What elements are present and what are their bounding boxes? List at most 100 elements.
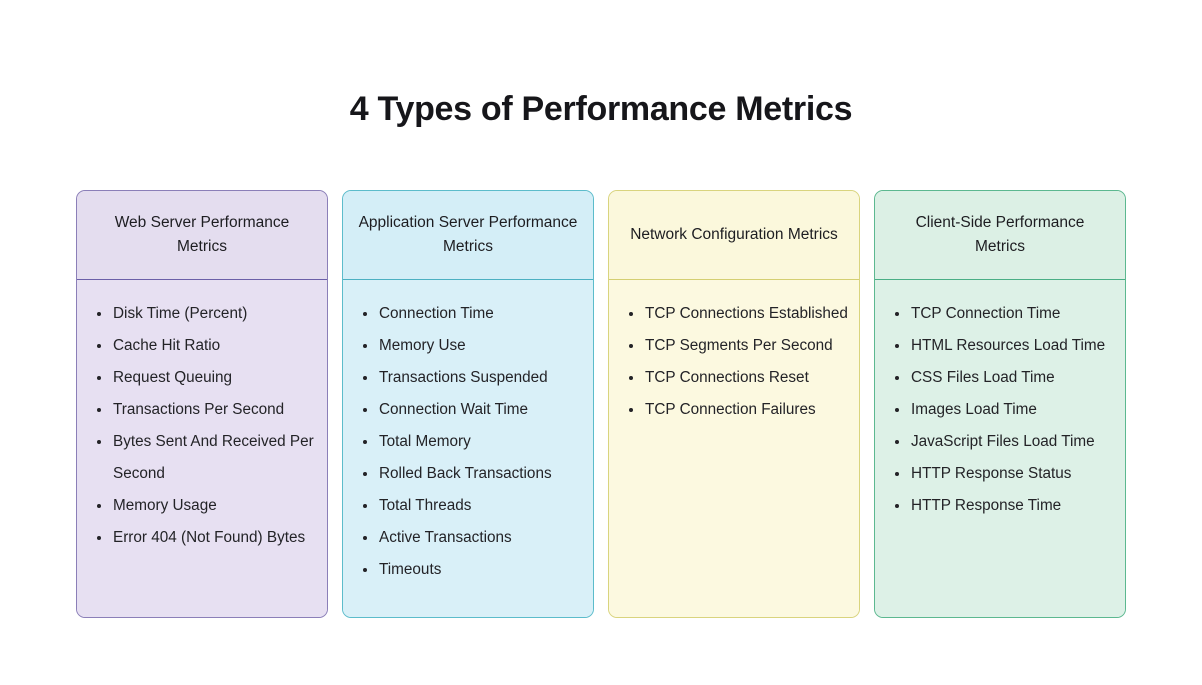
list-item: Connection Time bbox=[353, 298, 583, 330]
bullet-icon bbox=[629, 312, 634, 317]
list-item: JavaScript Files Load Time bbox=[885, 426, 1115, 458]
list-item: Active Transactions bbox=[353, 522, 583, 554]
card-title: Web Server Performance Metrics bbox=[114, 214, 290, 255]
metric-label: Rolled Back Transactions bbox=[379, 465, 552, 482]
list-item: CSS Files Load Time bbox=[885, 362, 1115, 394]
list-item: TCP Connection Failures bbox=[619, 394, 849, 426]
metric-label: Bytes Sent And Received Per Second bbox=[113, 433, 314, 482]
bullet-icon bbox=[363, 568, 368, 573]
list-item: HTML Resources Load Time bbox=[885, 330, 1115, 362]
metric-label: Connection Time bbox=[379, 305, 494, 322]
metric-label: Memory Use bbox=[379, 337, 466, 354]
bullet-icon bbox=[895, 472, 900, 477]
list-item: Images Load Time bbox=[885, 394, 1115, 426]
metric-label: Transactions Suspended bbox=[379, 369, 548, 386]
metric-label: TCP Connection Failures bbox=[645, 401, 816, 418]
page-title: 4 Types of Performance Metrics bbox=[349, 90, 853, 128]
metric-label: HTTP Response Status bbox=[911, 465, 1072, 482]
metric-label: Total Threads bbox=[379, 497, 472, 514]
list-item: Bytes Sent And Received Per Second bbox=[87, 426, 317, 490]
metric-label: Error 404 (Not Found) Bytes bbox=[113, 529, 306, 546]
list-item: TCP Connection Time bbox=[885, 298, 1115, 330]
card-header-application-server-performance-metrics: Application Server Performance Metrics bbox=[343, 191, 593, 280]
metric-label: HTML Resources Load Time bbox=[911, 337, 1106, 354]
list-item: Cache Hit Ratio bbox=[87, 330, 317, 362]
bullet-icon bbox=[895, 408, 900, 413]
metric-label: TCP Connection Time bbox=[911, 305, 1061, 322]
bullet-icon bbox=[895, 344, 900, 349]
bullet-icon bbox=[97, 440, 102, 445]
bullet-icon bbox=[97, 344, 102, 349]
list-item: Timeouts bbox=[353, 554, 583, 586]
bullet-icon bbox=[895, 376, 900, 381]
metric-label: CSS Files Load Time bbox=[911, 369, 1055, 386]
list-item: HTTP Response Time bbox=[885, 490, 1115, 522]
bullet-icon bbox=[895, 312, 900, 317]
bullet-icon bbox=[363, 536, 368, 541]
list-item: Total Memory bbox=[353, 426, 583, 458]
card-header-client-side-performance-metrics: Client-Side Performance Metrics bbox=[875, 191, 1125, 280]
list-item: Request Queuing bbox=[87, 362, 317, 394]
metric-label: TCP Connections Established bbox=[645, 305, 848, 322]
list-item: Error 404 (Not Found) Bytes bbox=[87, 522, 317, 554]
bullet-icon bbox=[629, 408, 634, 413]
bullet-icon bbox=[97, 376, 102, 381]
bullet-icon bbox=[895, 504, 900, 509]
bullet-icon bbox=[363, 408, 368, 413]
list-item: Total Threads bbox=[353, 490, 583, 522]
metric-label: HTTP Response Time bbox=[911, 497, 1062, 514]
metric-label: Disk Time (Percent) bbox=[113, 305, 248, 322]
metric-label: Connection Wait Time bbox=[379, 401, 529, 418]
list-item: Disk Time (Percent) bbox=[87, 298, 317, 330]
metric-label: JavaScript Files Load Time bbox=[911, 433, 1095, 450]
card-header-network-configuration-metrics: Network Configuration Metrics bbox=[609, 191, 859, 280]
bullet-icon bbox=[97, 504, 102, 509]
bullet-icon bbox=[363, 344, 368, 349]
list-item: TCP Connections Established bbox=[619, 298, 849, 330]
list-item: Memory Usage bbox=[87, 490, 317, 522]
metric-label: Images Load Time bbox=[911, 401, 1037, 418]
card-title: Client-Side Performance Metrics bbox=[915, 214, 1085, 255]
metric-label: TCP Connections Reset bbox=[645, 369, 809, 386]
card-title: Application Server Performance Metrics bbox=[358, 214, 578, 255]
bullet-icon bbox=[629, 344, 634, 349]
list-item: Rolled Back Transactions bbox=[353, 458, 583, 490]
metric-label: Request Queuing bbox=[113, 369, 233, 386]
metric-label: Cache Hit Ratio bbox=[113, 337, 221, 354]
list-item: TCP Connections Reset bbox=[619, 362, 849, 394]
metric-label: Active Transactions bbox=[379, 529, 512, 546]
bullet-icon bbox=[97, 408, 102, 413]
bullet-icon bbox=[363, 504, 368, 509]
list-item: Transactions Per Second bbox=[87, 394, 317, 426]
bullet-icon bbox=[363, 472, 368, 477]
bullet-icon bbox=[629, 376, 634, 381]
bullet-icon bbox=[363, 376, 368, 381]
metric-label: Transactions Per Second bbox=[113, 401, 285, 418]
list-item: TCP Segments Per Second bbox=[619, 330, 849, 362]
metric-label: Timeouts bbox=[379, 561, 442, 578]
metric-label: Memory Usage bbox=[113, 497, 217, 514]
bullet-icon bbox=[97, 536, 102, 541]
card-header-web-server-performance-metrics: Web Server Performance Metrics bbox=[77, 191, 327, 280]
list-item: Connection Wait Time bbox=[353, 394, 583, 426]
bullet-icon bbox=[363, 312, 368, 317]
card-title: Network Configuration Metrics bbox=[630, 226, 838, 243]
list-item: Transactions Suspended bbox=[353, 362, 583, 394]
list-item: HTTP Response Status bbox=[885, 458, 1115, 490]
bullet-icon bbox=[895, 440, 900, 445]
metric-label: Total Memory bbox=[379, 433, 471, 450]
bullet-icon bbox=[97, 312, 102, 317]
